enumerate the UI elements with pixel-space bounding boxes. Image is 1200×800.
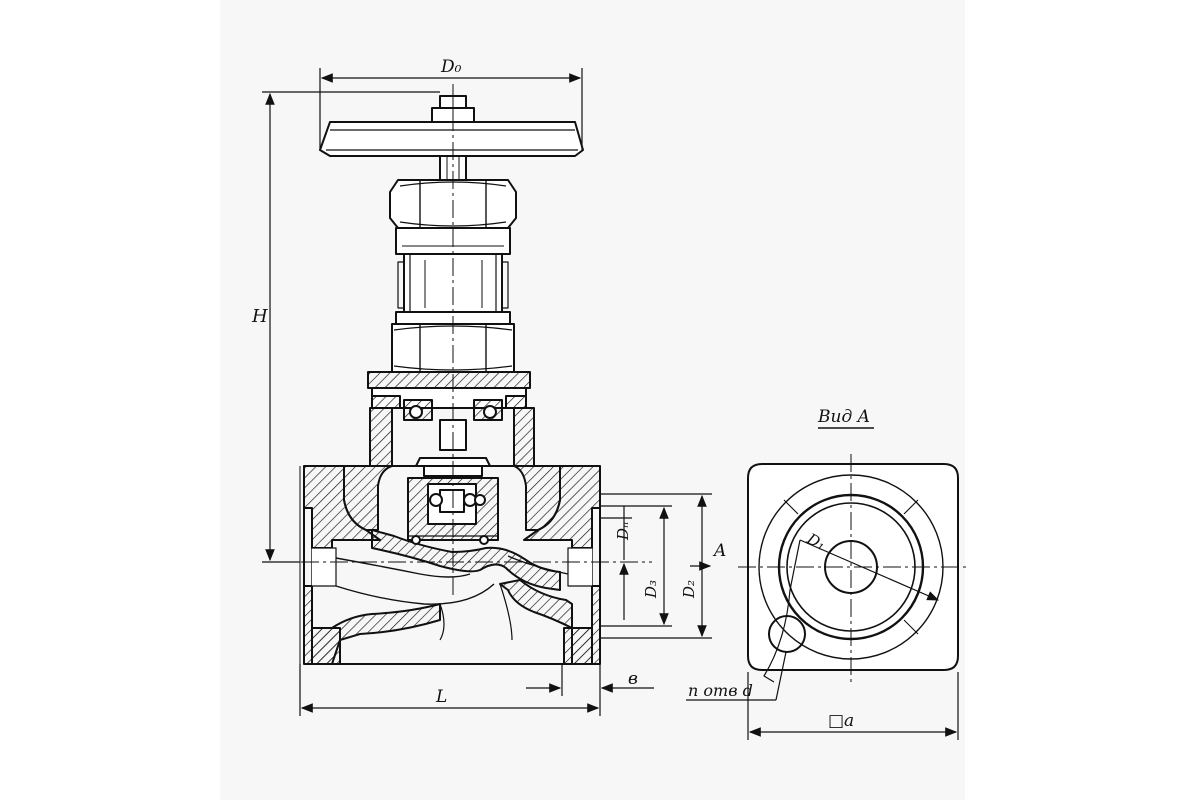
dimension-d0 xyxy=(319,68,583,150)
bonnet-flange xyxy=(367,371,531,421)
holes-leader xyxy=(686,651,787,701)
label-l: L xyxy=(435,687,447,707)
view-a-flange xyxy=(747,463,959,683)
label-square: □a xyxy=(828,711,854,731)
dimension-a-square xyxy=(747,672,959,740)
view-a-title: Вид A xyxy=(817,407,870,427)
label-h: H xyxy=(251,306,268,327)
dimension-b xyxy=(526,664,654,696)
center-lines xyxy=(272,84,652,598)
label-d0: D₀ xyxy=(440,57,462,77)
dimension-h xyxy=(262,91,440,563)
valve-body xyxy=(299,407,601,665)
view-a-center-lines xyxy=(738,454,968,682)
dimension-l xyxy=(299,664,601,716)
label-dn: Dₙ xyxy=(614,522,632,541)
label-d3: D₃ xyxy=(642,580,660,599)
dimension-right xyxy=(600,493,712,639)
label-holes: n отв d xyxy=(688,681,753,700)
handwheel xyxy=(319,121,584,157)
label-b: в xyxy=(628,669,638,689)
label-d2: D₂ xyxy=(680,580,698,599)
label-a: A xyxy=(712,541,726,561)
